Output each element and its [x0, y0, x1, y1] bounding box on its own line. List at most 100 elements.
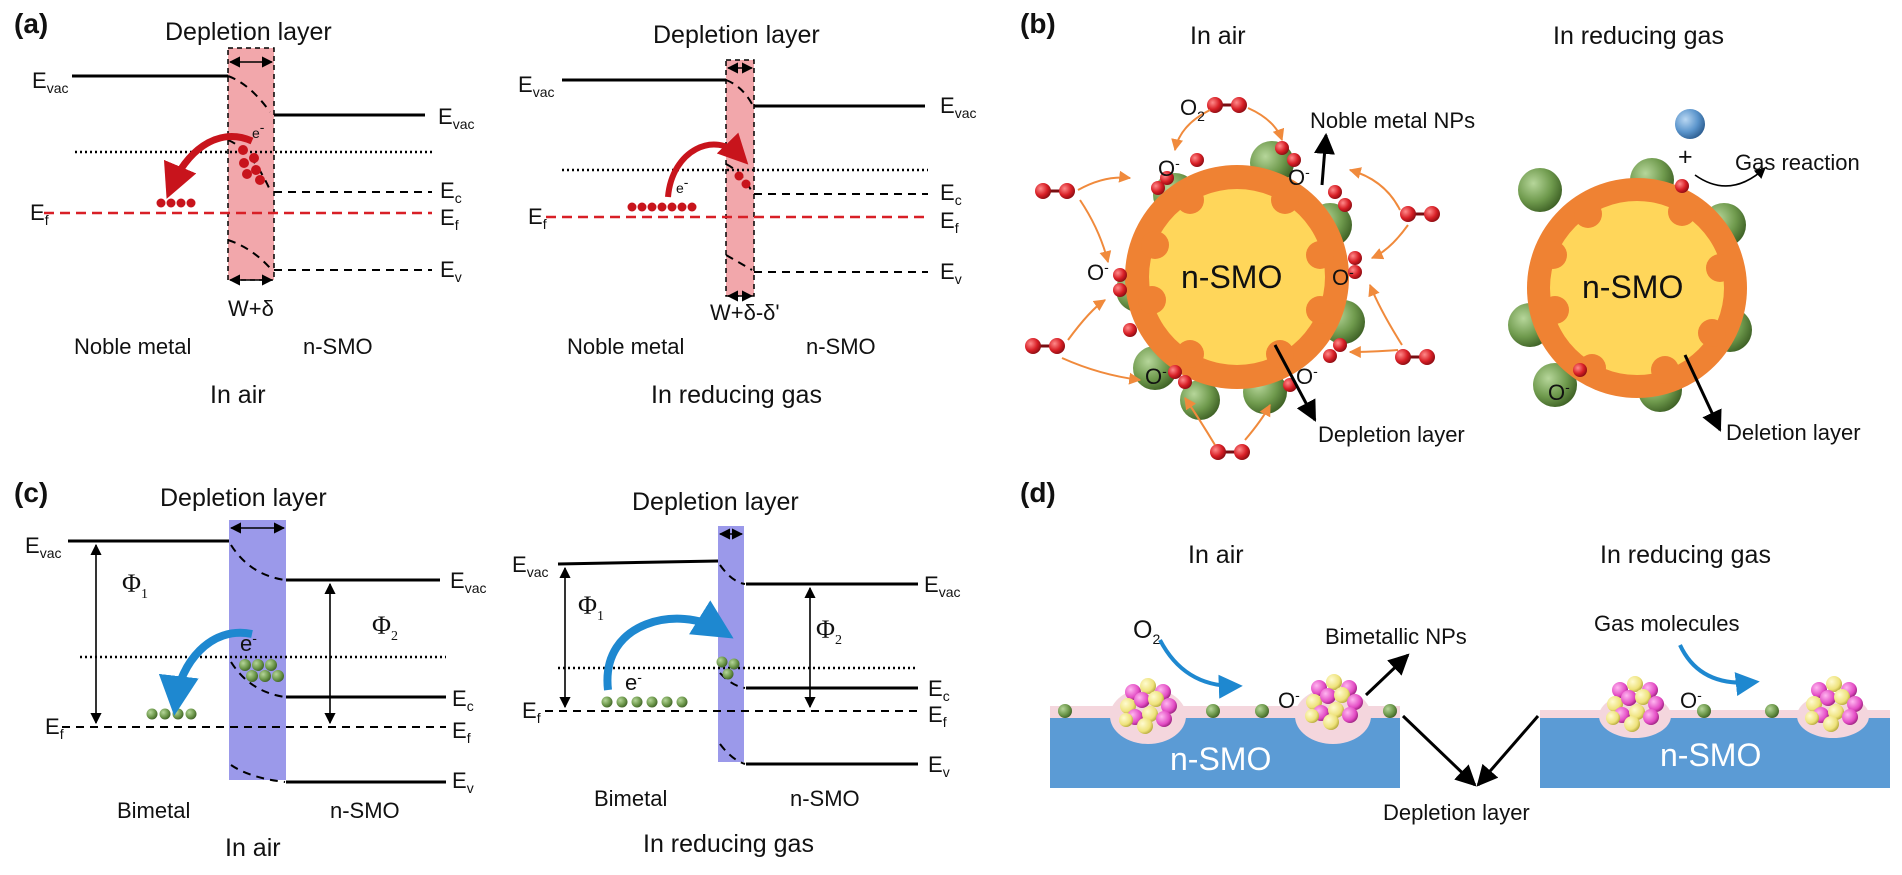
noble-np-label: Noble metal NPs: [1310, 108, 1475, 133]
gas-molecule: [1675, 109, 1705, 139]
depletion-label: Depletion layer: [160, 484, 327, 512]
shell-bumps: [1138, 186, 1334, 368]
caption-in-reducing-gas: In reducing gas: [651, 381, 822, 409]
caption-in-air: In air: [225, 834, 281, 862]
electrons-red: [627, 171, 751, 212]
ef-right-label: Ef: [928, 702, 947, 730]
band-bend-vac: [725, 79, 753, 105]
adsorbed-oxygen: [1113, 141, 1362, 392]
plus-sign: +: [1678, 143, 1693, 171]
o2-molecule: [1393, 347, 1437, 367]
ev-label: Ev: [440, 257, 462, 285]
ef-right-label: Ef: [452, 718, 471, 746]
adsorbed-oxygen: [1675, 179, 1689, 193]
evac-right-label: Evac: [924, 572, 960, 600]
svg-text:O-: O-: [1332, 264, 1354, 290]
panel-d-label: (d): [1020, 477, 1056, 508]
ef-left-label: Ef: [30, 200, 49, 228]
substrate-in-reducing-gas: n-SMO Gas molecules O-: [1540, 611, 1890, 788]
phi1-label: Φ1: [122, 569, 148, 602]
panel-d-left-title: In air: [1188, 541, 1244, 569]
svg-text:O-: O-: [1158, 155, 1180, 181]
panel-c: (c) Depletion layer Φ1 Φ2 Evac Evac Ec E…: [14, 477, 960, 862]
width-label: W+δ: [228, 296, 274, 321]
panel-c-left-diagram: Depletion layer Φ1 Φ2 Evac Evac Ec Ef Ef…: [25, 484, 486, 862]
ec-label: Ec: [940, 180, 962, 208]
electron-flow-arrow: [603, 600, 734, 691]
svg-text:O-: O-: [1296, 363, 1318, 389]
smo-label: n-SMO: [330, 798, 400, 823]
ef-right-label: Ef: [940, 208, 959, 236]
panel-b: (b) In air In reducing gas n-SMO: [1020, 8, 1861, 462]
ef-left-label: Ef: [528, 204, 547, 232]
ec-label: Ec: [440, 178, 462, 206]
sphere-in-air: n-SMO: [1023, 95, 1475, 462]
o2-molecule: [1023, 336, 1067, 356]
depletion-pointer: [1273, 344, 1317, 422]
oxygen-adsorbates: [1697, 704, 1779, 718]
gas-molecules-label: Gas molecules: [1594, 611, 1740, 636]
smo-label: n-SMO: [806, 334, 876, 359]
evac-metal-line: [557, 559, 719, 566]
evac-left-label: Evac: [25, 533, 61, 561]
bimetallic-pointer: [1364, 653, 1410, 697]
oxygen-ion-labels: O- O- O- O- O- O-: [1087, 155, 1354, 389]
o2-molecule: [1205, 95, 1249, 115]
width-label: W+δ-δ': [710, 300, 780, 325]
o2-molecule: [1033, 181, 1077, 201]
panel-b-right-title: In reducing gas: [1553, 22, 1724, 50]
gas-reaction-label: Gas reaction: [1735, 150, 1860, 175]
depletion-strip: [1540, 710, 1890, 718]
panel-a-right-diagram: Depletion layer W+δ-δ' Evac Evac Ec Ef E…: [518, 21, 976, 409]
core-label: n-SMO: [1181, 259, 1282, 295]
evac-right-label: Evac: [940, 93, 976, 121]
ev-label: Ev: [940, 259, 962, 287]
evac-right-label: Evac: [450, 568, 486, 596]
metal-label: Noble metal: [567, 334, 684, 359]
svg-text:O-: O-: [1087, 259, 1109, 285]
evac-left-label: Evac: [512, 552, 548, 580]
adsorbed-oxygen: [1573, 363, 1587, 377]
o2-molecule: [1208, 442, 1252, 462]
oxygen-ion-label: O-: [1680, 687, 1702, 713]
band-bend-vac: [230, 544, 286, 581]
noble-np-pointer: [1314, 132, 1335, 186]
band-bend-c: [230, 661, 286, 698]
sphere-core: [1550, 201, 1724, 375]
substrate-in-air: n-SMO O2 O- Bimetallic NPs: [1050, 616, 1467, 788]
panel-a-left-diagram: Depletion layer W+δ Evac Evac Ec Ef Ef E…: [30, 18, 474, 409]
depletion-pointer-left: [1401, 714, 1477, 787]
depletion-label: Depletion layer: [653, 21, 820, 49]
panel-b-left-title: In air: [1190, 22, 1246, 50]
caption-in-reducing-gas: In reducing gas: [643, 830, 814, 858]
band-bend-v: [725, 254, 753, 271]
band-bend-c: [719, 672, 746, 689]
electron-flow-arrow: [158, 628, 253, 716]
depletion-label: Depletion layer: [165, 18, 332, 46]
panel-c-label: (c): [14, 477, 48, 508]
band-bend-v: [230, 764, 286, 783]
o2-adsorption-arrow: [1158, 639, 1243, 699]
smo-label: n-SMO: [790, 786, 860, 811]
metal-label: Bimetal: [594, 786, 667, 811]
ef-left-label: Ef: [522, 698, 541, 726]
gas-reaction-arrow: [1694, 167, 1766, 187]
metal-label: Noble metal: [74, 334, 191, 359]
sphere-in-reducing-gas: n-SMO + Gas reaction O- Deletion layer: [1508, 109, 1861, 445]
ef-right-label: Ef: [440, 205, 459, 233]
depletion-label: Depletion layer: [632, 488, 799, 516]
panel-b-label: (b): [1020, 8, 1056, 39]
caption-in-air: In air: [210, 381, 266, 409]
band-bend-v: [719, 743, 746, 765]
shell-bumps: [1539, 198, 1734, 384]
svg-text:O-: O-: [1288, 164, 1310, 190]
electron-label: e-: [625, 669, 642, 695]
band-bend-vac: [719, 564, 746, 585]
core-label: n-SMO: [1582, 269, 1683, 305]
o2-label: O2: [1133, 616, 1160, 647]
depletion-pointer-right: [1476, 715, 1540, 787]
panel-d: (d) In air In reducing gas n-SMO O2 O- B…: [1020, 477, 1890, 825]
electron-flow-arrow: [163, 133, 254, 199]
panel-a: (a) Depletion layer W+δ Evac Evac Ec Ef …: [14, 8, 976, 409]
electrons-red: [156, 145, 265, 208]
